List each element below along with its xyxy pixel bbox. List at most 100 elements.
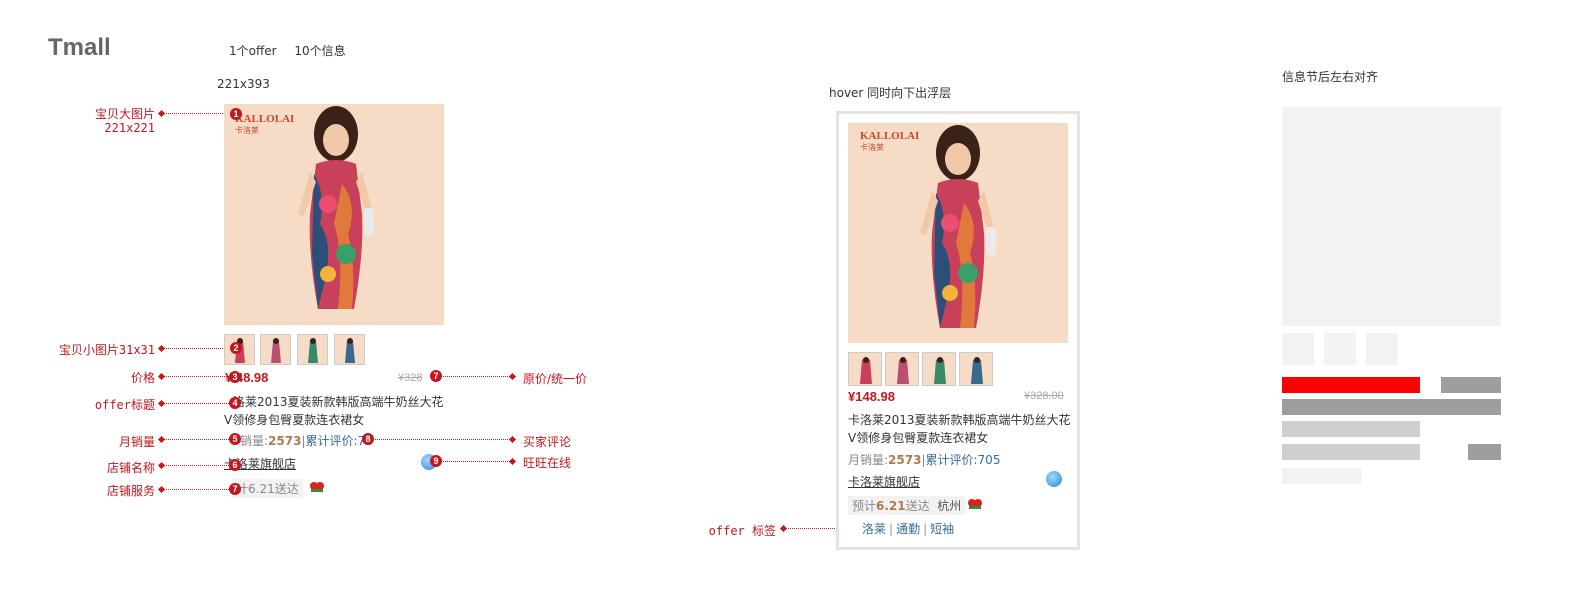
marker-4: 4	[229, 397, 241, 409]
label-big-image: 宝贝大图片	[94, 107, 155, 121]
wireframe-old-price-bar	[1441, 377, 1501, 393]
tag-item[interactable]: 通勤	[896, 522, 921, 536]
hover-main-image[interactable]: KALLOLAI 卡洛莱	[848, 123, 1068, 343]
brand-logo: KALLOLAI 卡洛莱	[860, 131, 919, 153]
thumbnail[interactable]	[922, 352, 956, 386]
leader-dot	[508, 457, 517, 466]
monthly-sales: 销量:2573|累计评价:70	[240, 434, 373, 448]
size-caption: 221x393	[217, 77, 270, 91]
top-nav: 1个offer 10个信息	[229, 42, 360, 59]
leader-line	[440, 461, 512, 462]
dress-model-figure	[298, 106, 374, 309]
service-suffix: 送达	[905, 499, 930, 513]
brand-name: KALLOLAI	[860, 130, 920, 142]
marker-5: 5	[229, 433, 241, 445]
wireframe-shop-bar	[1282, 468, 1361, 484]
product-main-image[interactable]: KALLOLAI 卡洛莱	[224, 104, 444, 325]
marker-2: 2	[230, 342, 242, 354]
label-thumbs: 宝贝小图片31x31	[58, 343, 155, 357]
leader-line	[785, 528, 853, 529]
marker-3: 3	[229, 371, 241, 383]
flower-icon	[968, 499, 982, 509]
sales-label: 月销量:	[848, 453, 889, 467]
right-caption: 信息节后左右对齐	[1282, 70, 1379, 84]
brand-name: KALLOLAI	[235, 113, 295, 125]
marker-7: 7	[229, 483, 241, 495]
product-title-line2[interactable]: V领修身包臀夏款连衣裙女	[848, 431, 989, 445]
wireframe-thumb-placeholder	[1366, 333, 1398, 365]
reviews-link[interactable]: 累计评价:70	[305, 434, 373, 448]
hover-caption: hover 同时向下出浮层	[829, 86, 952, 100]
delivery-service: 计6.21送达	[232, 479, 303, 498]
label-title: offer标题	[94, 398, 155, 412]
monthly-sales: 月销量:2573|累计评价:705	[848, 453, 1001, 467]
leader-dot	[508, 435, 517, 444]
leader-line	[440, 376, 512, 377]
tag-item[interactable]: 洛莱	[862, 522, 887, 536]
thumbnail[interactable]	[959, 352, 993, 386]
tag-item[interactable]: 短袖	[930, 522, 955, 536]
leader-line	[163, 376, 231, 377]
leader-line	[372, 439, 512, 440]
product-old-price: ¥328	[398, 372, 423, 384]
product-title-line1[interactable]: 洛莱2013夏装新款韩版高端牛奶丝大花	[233, 395, 444, 409]
reviews-label: 累计评价:	[925, 453, 978, 467]
leader-line	[163, 439, 231, 440]
label-shop: 店铺名称	[106, 461, 155, 475]
marker-6: 6	[229, 459, 241, 471]
product-title-line2[interactable]: V领修身包臀夏款连衣裙女	[224, 413, 365, 427]
service-date: 6.21	[876, 499, 906, 513]
nav-offer[interactable]: 1个offer	[229, 44, 277, 58]
marker-7-orig: 7	[430, 370, 442, 382]
label-wangwang: 旺旺在线	[523, 456, 572, 470]
service-city: 杭州	[937, 499, 962, 513]
marker-1: 1	[230, 108, 242, 120]
delivery-service: 预计6.21送达 杭州	[848, 496, 966, 515]
wireframe-title-bar	[1282, 399, 1501, 415]
leader-line	[163, 113, 231, 114]
label-big-image-size: 221x221	[104, 121, 155, 135]
brand-logo: KALLOLAI 卡洛莱	[235, 114, 294, 136]
label-monthly: 月销量	[118, 435, 155, 449]
flower-icon	[310, 482, 324, 492]
label-orig-price: 原价/统一价	[523, 372, 588, 386]
brand-name-cn: 卡洛莱	[235, 126, 259, 135]
thumbnail[interactable]	[260, 334, 291, 365]
tmall-logo[interactable]: Tmall	[48, 34, 111, 61]
leader-line	[163, 348, 231, 349]
offer-tags: 洛莱|通勤|短袖	[862, 522, 955, 536]
wireframe-image-placeholder	[1282, 107, 1501, 326]
leader-line	[163, 489, 231, 490]
dress-model-figure	[920, 125, 996, 328]
nav-info[interactable]: 10个信息	[294, 44, 346, 58]
wireframe-sales-bar	[1282, 444, 1420, 460]
wangwang-icon[interactable]	[1046, 471, 1062, 487]
thumbnail[interactable]	[848, 352, 882, 386]
reviews-link[interactable]: 累计评价:705	[926, 453, 1001, 467]
marker-8: 8	[362, 433, 374, 445]
wireframe-thumb-placeholder	[1282, 333, 1314, 365]
leader-dot	[508, 372, 517, 381]
brand-name-cn: 卡洛莱	[860, 143, 884, 152]
label-service: 店铺服务	[106, 484, 155, 498]
wireframe-thumb-placeholder	[1324, 333, 1356, 365]
label-price: 价格	[130, 371, 155, 385]
thumbnail[interactable]	[334, 334, 365, 365]
reviews-value: 705	[977, 453, 1001, 467]
wireframe-icon-bar	[1468, 444, 1501, 460]
thumbnail[interactable]	[297, 334, 328, 365]
product-price: ¥148.98	[848, 389, 895, 404]
leader-line	[163, 465, 231, 466]
shop-name[interactable]: 卡洛莱旗舰店	[224, 457, 297, 471]
wireframe-title-bar-2	[1282, 421, 1420, 437]
label-tag: offer 标签	[708, 524, 776, 538]
sales-value: 2573	[888, 453, 922, 467]
marker-9: 9	[430, 455, 442, 467]
product-title-line1[interactable]: 卡洛莱2013夏装新款韩版高端牛奶丝大花	[848, 413, 1071, 427]
label-reviews: 买家评论	[523, 435, 572, 449]
product-old-price: ¥328.00	[1024, 390, 1064, 402]
thumbnail[interactable]	[885, 352, 919, 386]
sales-value: 2573	[268, 434, 302, 448]
shop-name[interactable]: 卡洛莱旗舰店	[848, 475, 921, 489]
service-prefix: 预计	[852, 499, 877, 513]
